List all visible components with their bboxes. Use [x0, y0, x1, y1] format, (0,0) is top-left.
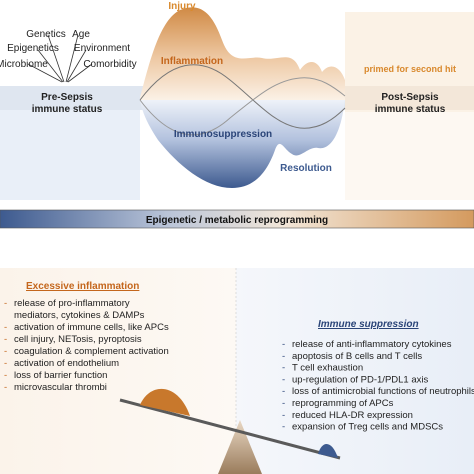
seesaw-fulcrum — [218, 420, 262, 474]
reprogramming-label: Epigenetic / metabolic reprogramming — [146, 215, 328, 226]
bullet-marker: - — [4, 358, 7, 369]
bullet-marker: - — [282, 351, 285, 362]
inflammation-panel-bg — [0, 268, 236, 474]
factor-epigenetics: Epigenetics — [7, 43, 59, 54]
list-item: up-regulation of PD-1/PDL1 axis — [292, 374, 428, 385]
list-item: release of pro-inflammatory — [14, 298, 130, 309]
list-item: cell injury, NETosis, pyroptosis — [14, 334, 142, 345]
bullet-marker: - — [4, 382, 7, 393]
bullet-marker: - — [4, 334, 7, 345]
immunosuppression-curve — [140, 100, 345, 188]
bullet-marker: - — [282, 422, 285, 433]
immunosuppression-label: Immunosuppression — [174, 129, 272, 140]
post-sepsis-sublabel: immune status — [375, 104, 446, 115]
pre-sepsis-sublabel: immune status — [32, 104, 103, 115]
list-item: release of anti-inflammatory cytokines — [292, 339, 452, 350]
post-sepsis-label: Post-Sepsis — [381, 92, 439, 103]
inflammation-panel-title: Excessive inflammation — [26, 281, 139, 292]
bullet-marker: - — [282, 398, 285, 409]
list-item: loss of barrier function — [14, 370, 107, 381]
list-item: mediators, cytokines & DAMPs — [14, 310, 145, 321]
bullet-marker: - — [282, 374, 285, 385]
list-item: T cell exhaustion — [292, 363, 363, 374]
seesaw-beam — [119, 398, 341, 460]
resolution-label: Resolution — [280, 163, 332, 174]
bullet-marker: - — [282, 386, 285, 397]
list-item: activation of immune cells, like APCs — [14, 322, 169, 333]
factor-microbiome: Microbiome — [0, 59, 48, 70]
bullet-marker: - — [4, 298, 7, 309]
bullet-marker: - — [4, 346, 7, 357]
list-item: expansion of Treg cells and MDSCs — [292, 422, 443, 433]
suppression-list: -release of anti-inflammatory cytokines-… — [282, 339, 474, 433]
list-item: loss of antimicrobial functions of neutr… — [292, 386, 474, 397]
factor-comorbidity: Comorbidity — [83, 59, 136, 70]
bullet-marker: - — [282, 339, 285, 350]
reprogramming-bar — [0, 209, 474, 229]
balance-line-1 — [139, 64, 346, 129]
list-item: microvascular thrombi — [14, 382, 107, 393]
list-item: reprogramming of APCs — [292, 398, 394, 409]
post-sepsis-lower-tint — [345, 112, 474, 200]
list-item: apoptosis of B cells and T cells — [292, 351, 422, 362]
pre-sepsis-lower-tint — [0, 110, 140, 200]
inflammation-weight — [140, 388, 190, 416]
suppression-panel-title: Immune suppression — [318, 319, 419, 330]
bullet-marker: - — [282, 410, 285, 421]
bullet-marker: - — [282, 363, 285, 374]
list-item: coagulation & complement activation — [14, 346, 169, 357]
pre-sepsis-label: Pre-Sepsis — [41, 92, 93, 103]
bullet-marker: - — [4, 322, 7, 333]
list-item: reduced HLA-DR expression — [292, 410, 413, 421]
primed-label: primed for second hit — [364, 64, 456, 74]
injury-label: Injury — [168, 1, 196, 12]
inflammation-curve — [140, 7, 345, 100]
balance-line-2 — [139, 77, 346, 136]
factor-genetics: Genetics — [26, 29, 65, 40]
suppression-weight — [318, 443, 338, 458]
bullet-marker: - — [4, 370, 7, 381]
list-item: activation of endothelium — [14, 358, 119, 369]
inflammation-label: Inflammation — [161, 56, 223, 67]
factor-arrows — [27, 34, 93, 83]
baseline-band-post — [345, 86, 474, 110]
factor-environment: Environment — [74, 43, 130, 54]
factor-age: Age — [72, 29, 90, 40]
